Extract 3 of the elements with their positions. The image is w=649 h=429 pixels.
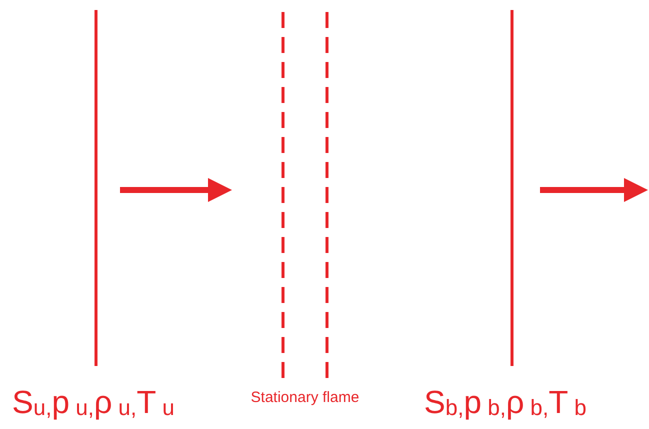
state-label: S$_{b,}$p $_{b,}$ρ $_{b,}$T $_{b}$: [424, 384, 587, 421]
flame-label: Stationary flame: [250, 388, 360, 407]
state-label: S$_{u,}$p $_{u,}$ρ $_{u,}$T $_{u}$: [12, 384, 175, 421]
